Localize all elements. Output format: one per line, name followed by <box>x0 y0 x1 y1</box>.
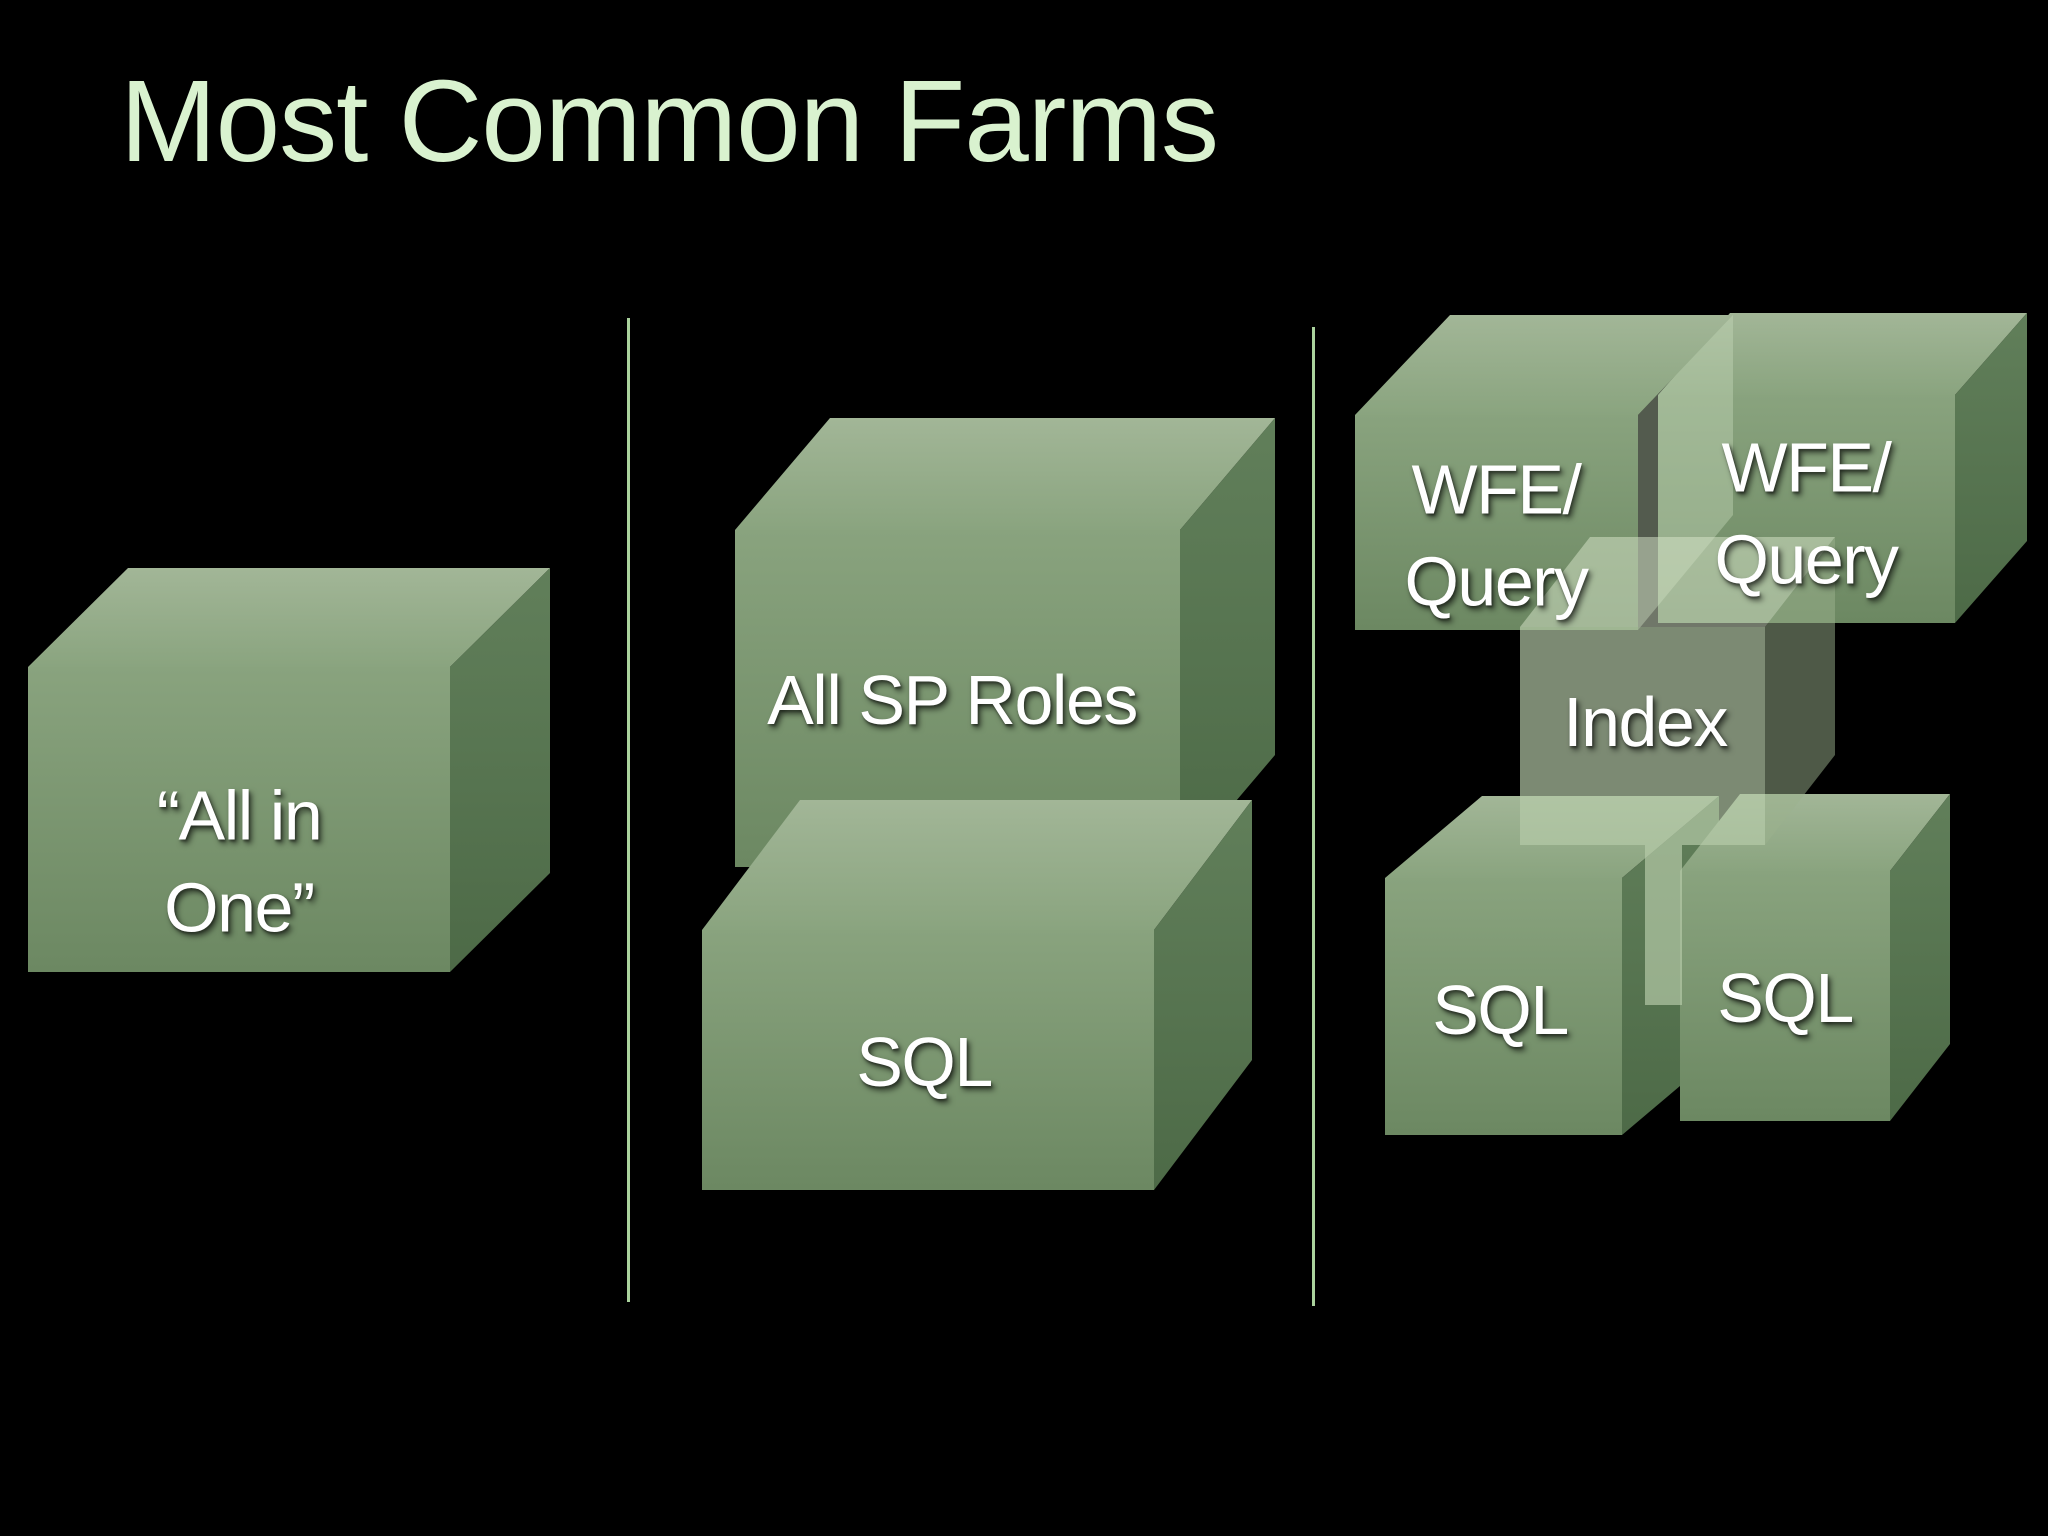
all-in-one-box-side-face <box>450 568 550 972</box>
sql-middle-box <box>702 800 1252 1190</box>
sql-right-box-front-face <box>1680 871 1890 1121</box>
wfe-query-left-box-top-face <box>1355 315 1733 415</box>
divider-line-left <box>627 318 630 1302</box>
sql-middle-box-front-face <box>702 930 1154 1190</box>
index-box-lower-sliver <box>1645 845 1682 1005</box>
sql-middle-box-side-face <box>1154 800 1252 1190</box>
index-box <box>1520 537 1835 1005</box>
all-sp-roles-box-side-face <box>1180 418 1275 867</box>
sql-middle-box-top-face <box>702 800 1252 930</box>
all-in-one-box-top-face <box>28 568 550 667</box>
all-sp-roles-box-front-face <box>735 530 1180 867</box>
wfe-query-right-box-side-face <box>1955 313 2027 623</box>
index-box-front-face <box>1520 627 1765 845</box>
sql-right-box-side-face <box>1890 794 1950 1121</box>
all-sp-roles-box-top-face <box>735 418 1275 530</box>
divider-line-right <box>1312 327 1315 1306</box>
all-in-one-box <box>28 568 550 972</box>
index-box-top-face <box>1520 537 1835 627</box>
sql-right-box <box>1680 794 1950 1121</box>
sql-left-box-front-face <box>1385 878 1622 1135</box>
slide-title: Most Common Farms <box>120 56 1219 186</box>
wfe-query-right-box-top-face <box>1658 313 2027 395</box>
all-sp-roles-box <box>735 418 1275 867</box>
index-box-side-face <box>1765 537 1835 845</box>
all-in-one-box-front-face <box>28 667 450 972</box>
